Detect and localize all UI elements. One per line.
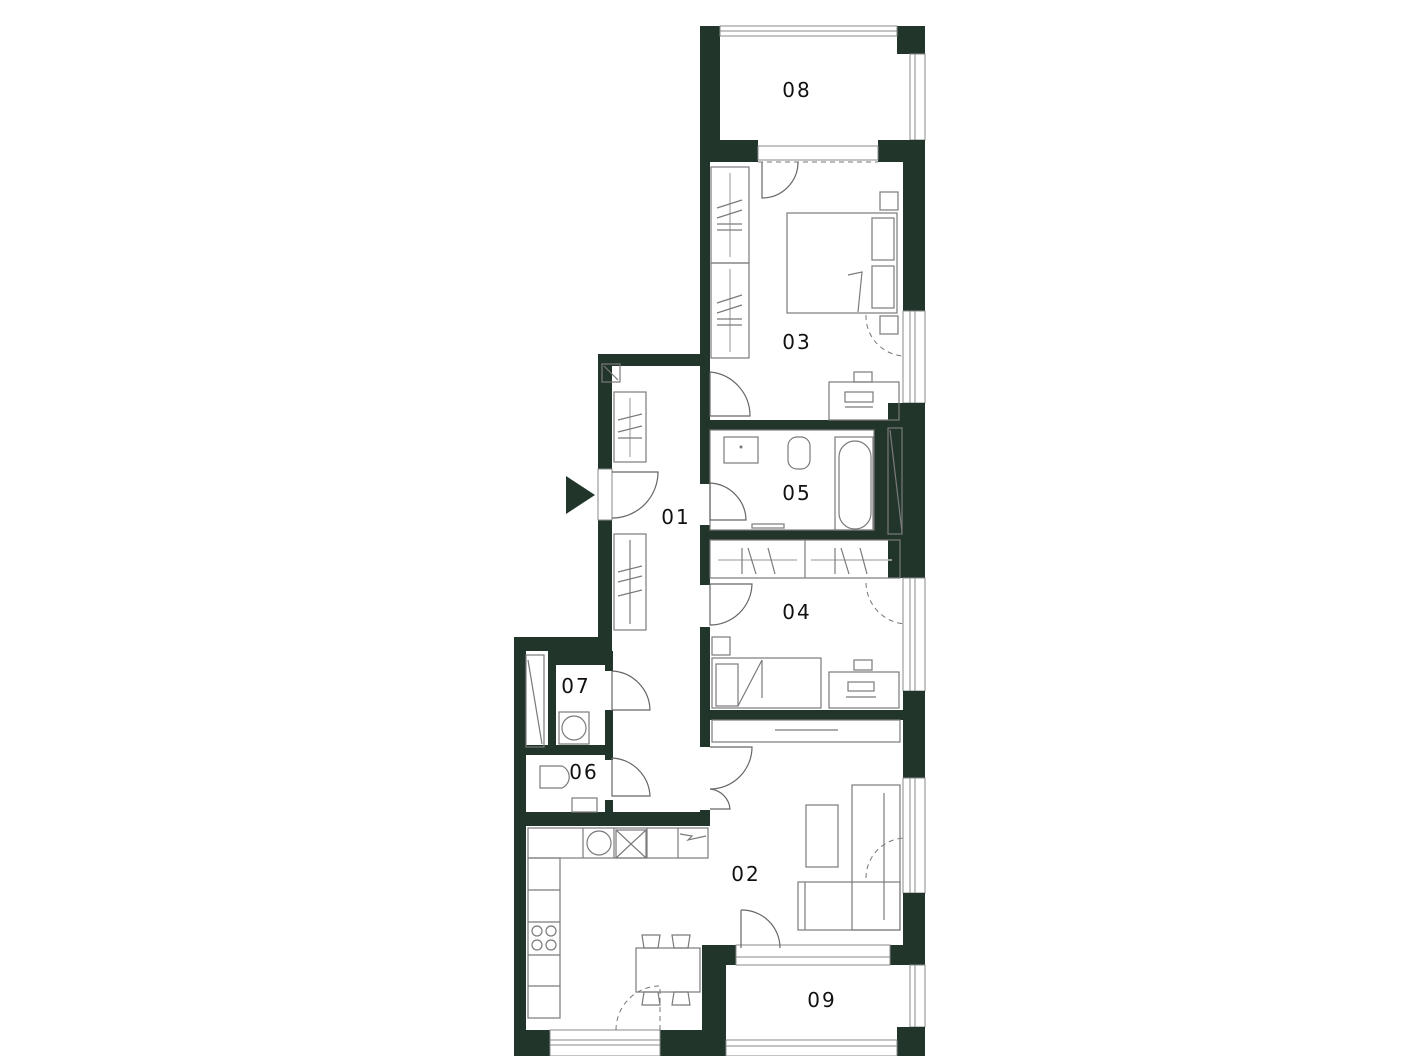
room-label-03: 03 — [782, 330, 812, 354]
bathroom-05-furniture — [709, 427, 903, 535]
entrance-arrow-icon — [566, 476, 595, 514]
room-label-02: 02 — [731, 862, 761, 886]
wc-06-furniture — [539, 757, 651, 813]
room-label-08: 08 — [782, 78, 812, 102]
room-label-04: 04 — [782, 600, 812, 624]
room-label-07: 07 — [561, 674, 591, 698]
balcony-door-08 — [757, 145, 879, 199]
door-03 — [709, 371, 751, 417]
kitchen-furniture — [527, 827, 709, 1031]
room-label-05: 05 — [782, 481, 812, 505]
bedroom-04-furniture — [709, 539, 907, 709]
balcony-09 — [725, 944, 926, 1056]
living-02-furniture — [709, 719, 907, 949]
bedroom-03-furniture — [710, 166, 904, 421]
balcony-08 — [700, 25, 926, 162]
room-label-01: 01 — [661, 505, 691, 529]
utility-07-furniture — [525, 654, 651, 748]
room-label-09: 09 — [807, 988, 837, 1012]
walls — [514, 146, 926, 1056]
hallway-01-furniture — [597, 363, 659, 631]
room-label-06: 06 — [569, 760, 599, 784]
